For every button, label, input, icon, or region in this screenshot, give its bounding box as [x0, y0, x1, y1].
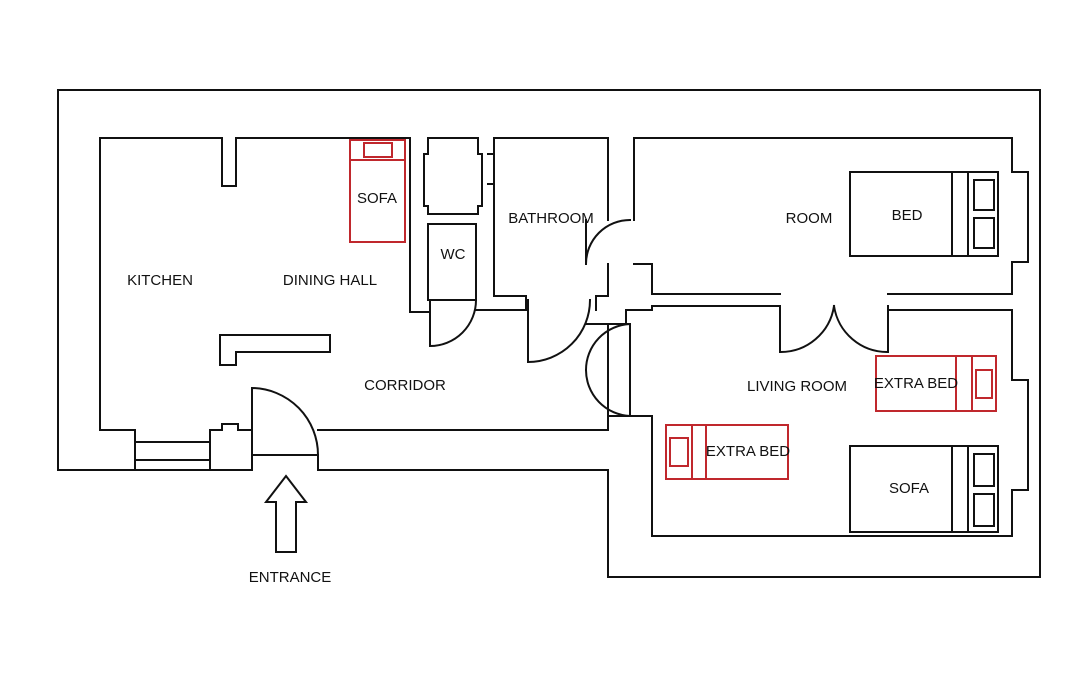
label-wc: WC: [441, 246, 466, 263]
outer-wall: [57, 89, 1041, 578]
wc-bathroom-partition: [475, 137, 527, 311]
corridor-south-wall: [317, 323, 609, 431]
living-double-door-lower: [584, 368, 632, 418]
window-kitchen: [134, 441, 211, 471]
label-entrance: ENTRANCE: [249, 569, 332, 586]
label-extra-bed-left: EXTRA BED: [706, 443, 790, 460]
label-dining-hall: DINING HALL: [283, 272, 377, 289]
bathroom-corridor-door: [527, 298, 592, 364]
sofa-dining: [349, 139, 406, 243]
entrance-door: [251, 386, 320, 457]
bathroom-door: [584, 218, 632, 266]
bed-room: [849, 171, 999, 257]
label-corridor: CORRIDOR: [364, 377, 446, 394]
label-bathroom: BATHROOM: [508, 210, 594, 227]
label-living-room: LIVING ROOM: [747, 378, 847, 395]
inner-wall-south: [99, 137, 253, 443]
room-walls: [633, 137, 1029, 295]
label-extra-bed-right: EXTRA BED: [874, 375, 958, 392]
label-bed: BED: [892, 207, 923, 224]
extra-bed-left: [665, 424, 789, 480]
living-double-door-upper: [584, 322, 632, 372]
kitchen-counter: [219, 334, 331, 366]
label-sofa-living: SOFA: [889, 480, 929, 497]
entrance-arrow-icon: [263, 474, 309, 553]
room-double-door: [779, 304, 889, 354]
label-sofa-dining: SOFA: [357, 190, 397, 207]
living-room-walls: [607, 305, 1029, 537]
inner-wall-west: [99, 137, 429, 313]
shaft: [423, 137, 483, 215]
bathroom-walls: [493, 137, 609, 311]
extra-bed-right: [875, 355, 997, 412]
wc-door: [429, 298, 478, 348]
label-room: ROOM: [786, 210, 833, 227]
sofa-living: [849, 445, 999, 533]
label-kitchen: KITCHEN: [127, 272, 193, 289]
